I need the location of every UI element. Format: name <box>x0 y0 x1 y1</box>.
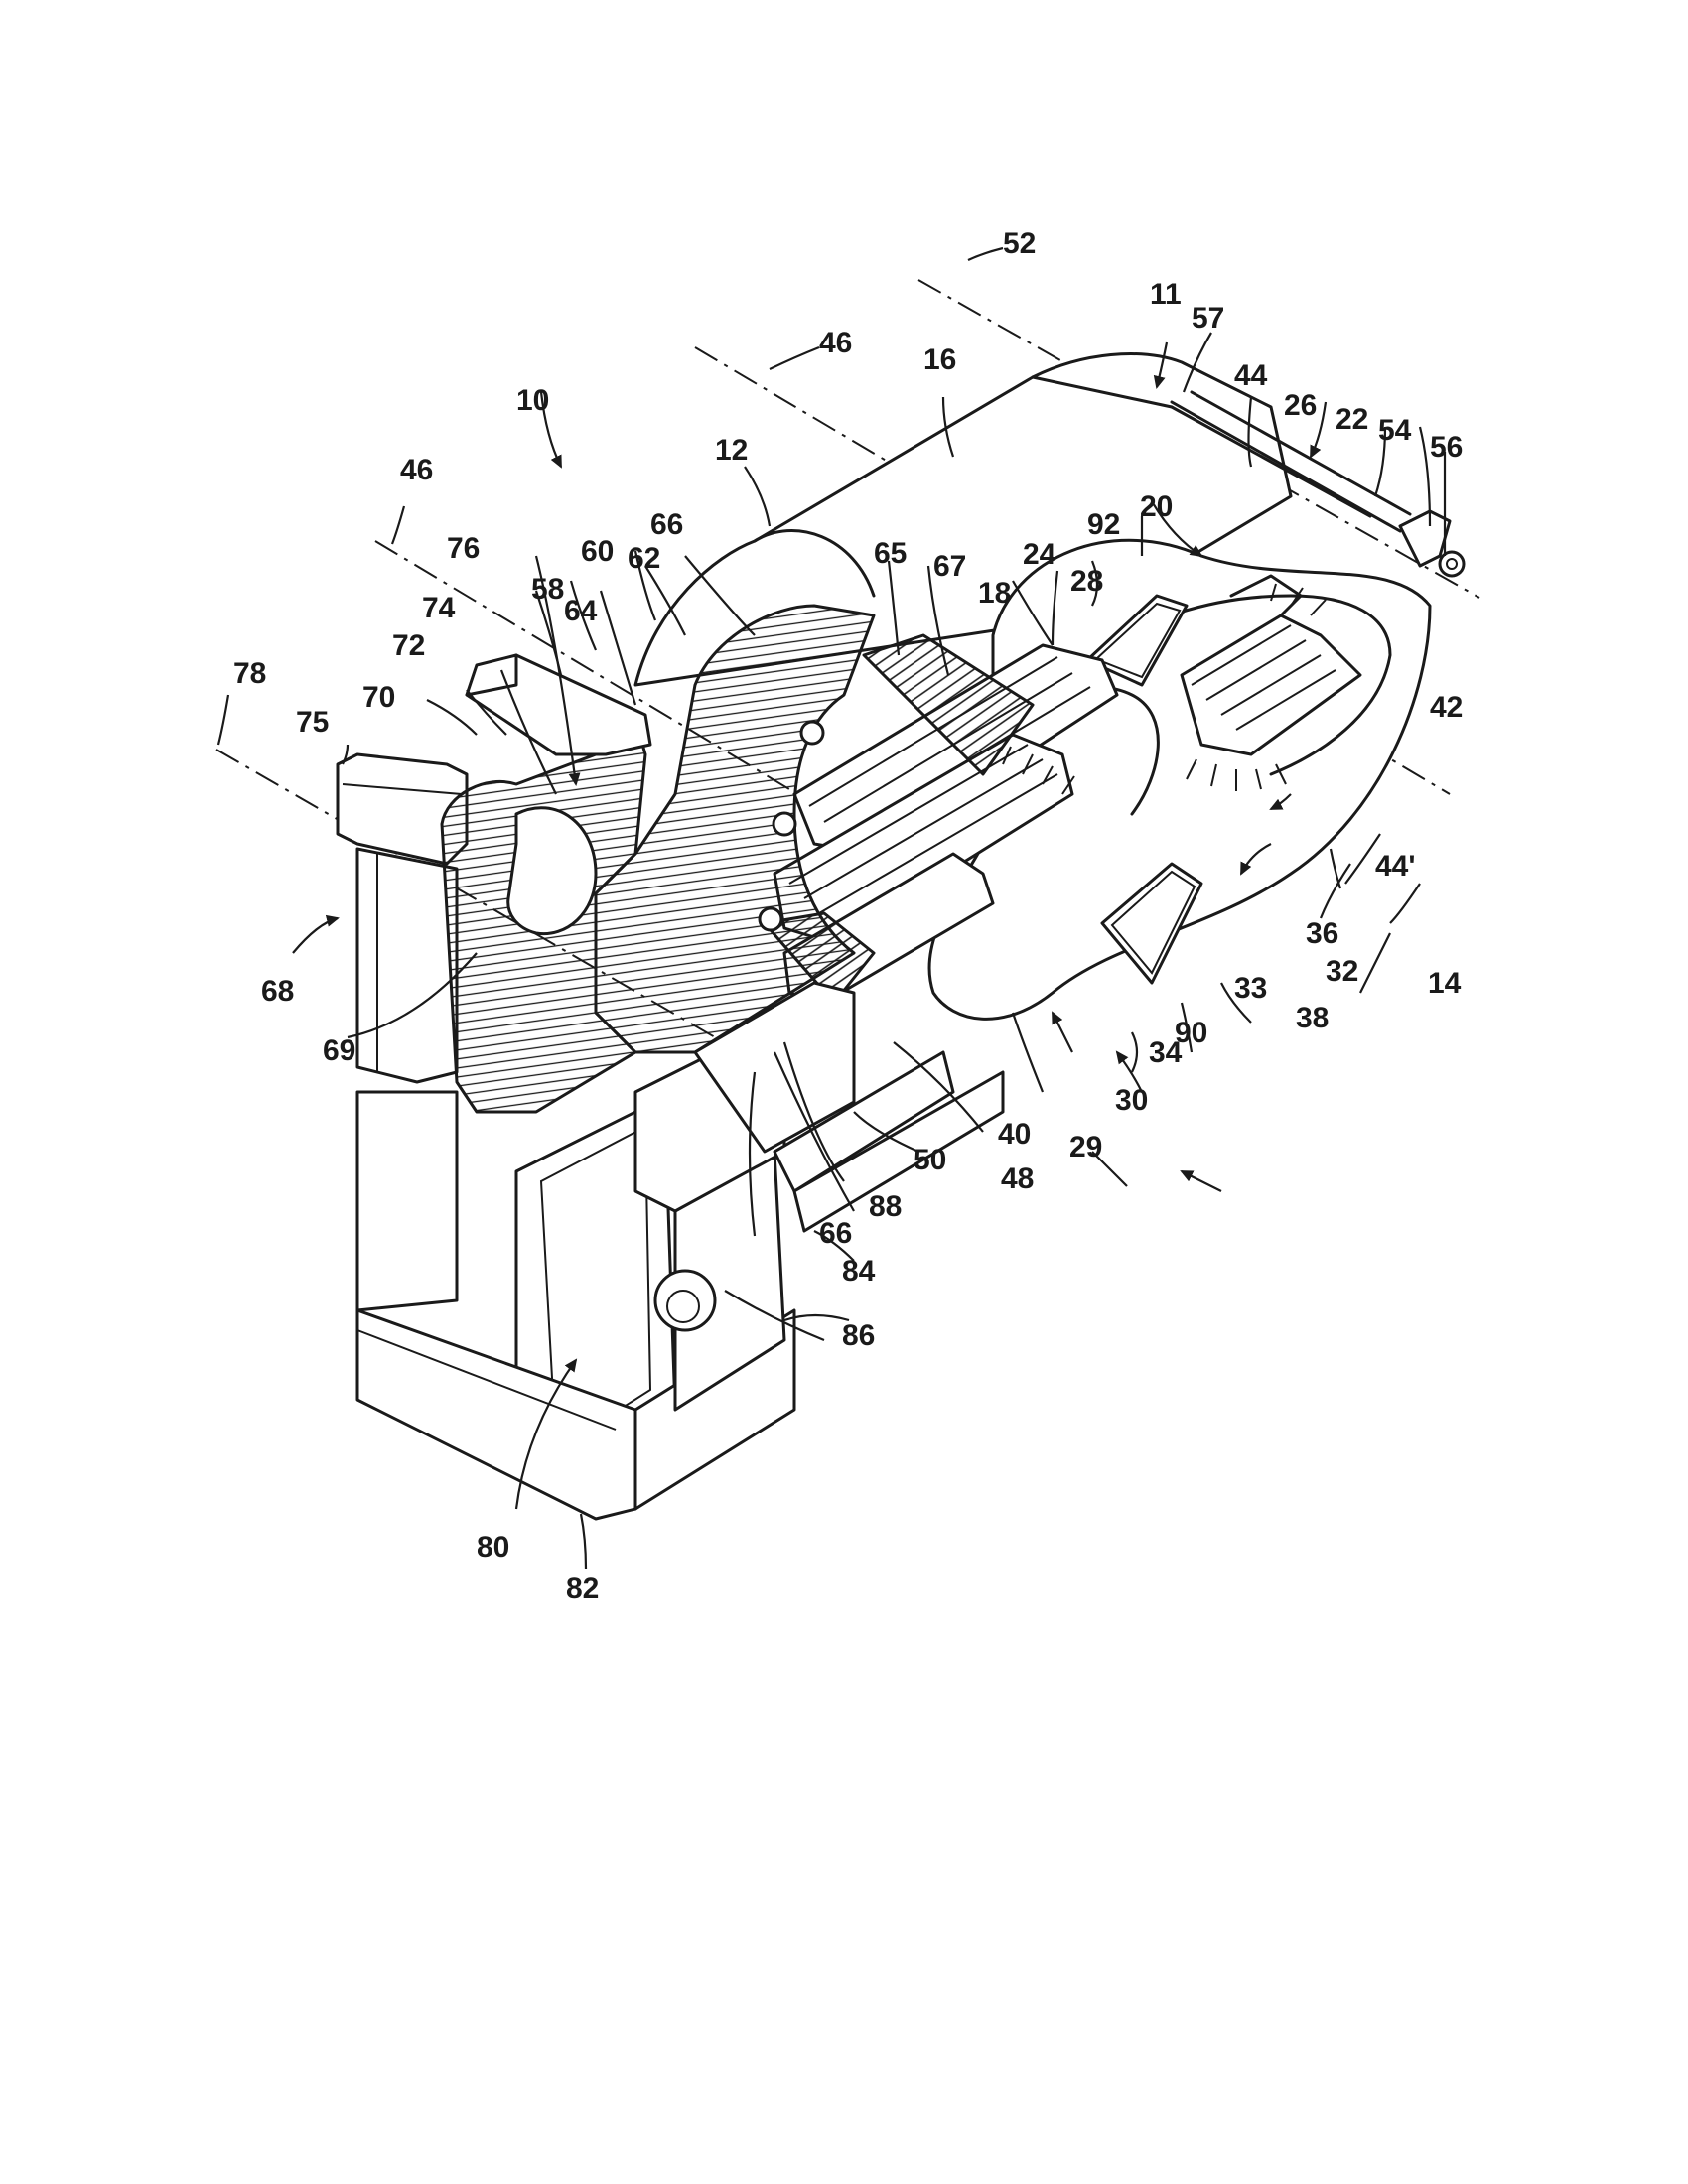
label-10: 10 <box>516 384 549 417</box>
label-88: 88 <box>869 1190 902 1223</box>
label-38: 38 <box>1296 1002 1329 1034</box>
base-block <box>355 981 1005 1521</box>
leader-lines <box>216 246 1447 1570</box>
label-18: 18 <box>978 577 1011 610</box>
label-22: 22 <box>1336 403 1368 436</box>
label-65: 65 <box>874 537 907 570</box>
label-29: 29 <box>1069 1131 1102 1163</box>
label-67: 67 <box>933 550 966 583</box>
label-46-left: 46 <box>400 454 433 486</box>
label-64: 64 <box>564 595 598 627</box>
label-66-bottom: 66 <box>819 1217 852 1250</box>
label-69: 69 <box>323 1034 355 1067</box>
label-60: 60 <box>581 535 614 568</box>
hooked-post <box>440 653 652 1114</box>
label-74: 74 <box>422 592 456 624</box>
label-48: 48 <box>1001 1162 1034 1195</box>
label-44-prime: 44' <box>1375 850 1416 883</box>
label-34: 34 <box>1149 1036 1183 1069</box>
label-78: 78 <box>233 657 266 690</box>
label-42: 42 <box>1430 691 1463 724</box>
label-72: 72 <box>392 629 425 662</box>
label-66-top: 66 <box>650 508 683 541</box>
label-92: 92 <box>1087 508 1120 541</box>
label-58: 58 <box>531 573 564 606</box>
label-70: 70 <box>362 681 395 714</box>
label-36: 36 <box>1306 917 1338 950</box>
label-44: 44 <box>1234 359 1268 392</box>
label-24: 24 <box>1023 538 1056 571</box>
lower-shaft <box>773 643 1119 1005</box>
label-11: 11 <box>1150 278 1182 311</box>
left-clip <box>336 752 469 1084</box>
section-cut <box>594 604 1035 1054</box>
label-46-top: 46 <box>819 327 852 359</box>
label-75: 75 <box>296 706 329 739</box>
label-76: 76 <box>447 532 480 565</box>
reference-labels: 52 11 57 46 16 10 12 46 44 26 22 54 56 2… <box>233 227 1463 1605</box>
label-30: 30 <box>1115 1084 1148 1117</box>
label-90: 90 <box>1175 1017 1207 1049</box>
label-52: 52 <box>1003 227 1036 260</box>
label-68: 68 <box>261 975 294 1008</box>
label-82: 82 <box>566 1572 599 1605</box>
label-33: 33 <box>1234 972 1267 1005</box>
label-28: 28 <box>1070 565 1103 598</box>
label-14: 14 <box>1428 967 1462 1000</box>
label-86: 86 <box>842 1319 875 1352</box>
upper-gear <box>1180 574 1362 791</box>
label-50: 50 <box>914 1144 946 1176</box>
label-57: 57 <box>1192 302 1224 335</box>
end-bracket <box>1398 509 1466 578</box>
label-32: 32 <box>1326 955 1358 988</box>
label-54: 54 <box>1378 414 1412 447</box>
label-40: 40 <box>998 1118 1031 1151</box>
label-12: 12 <box>715 434 748 467</box>
label-62: 62 <box>628 542 660 575</box>
label-80: 80 <box>477 1531 509 1564</box>
label-16: 16 <box>923 343 956 376</box>
label-20: 20 <box>1140 490 1173 523</box>
label-84: 84 <box>842 1255 876 1288</box>
label-56: 56 <box>1430 431 1463 464</box>
label-26: 26 <box>1284 389 1317 422</box>
